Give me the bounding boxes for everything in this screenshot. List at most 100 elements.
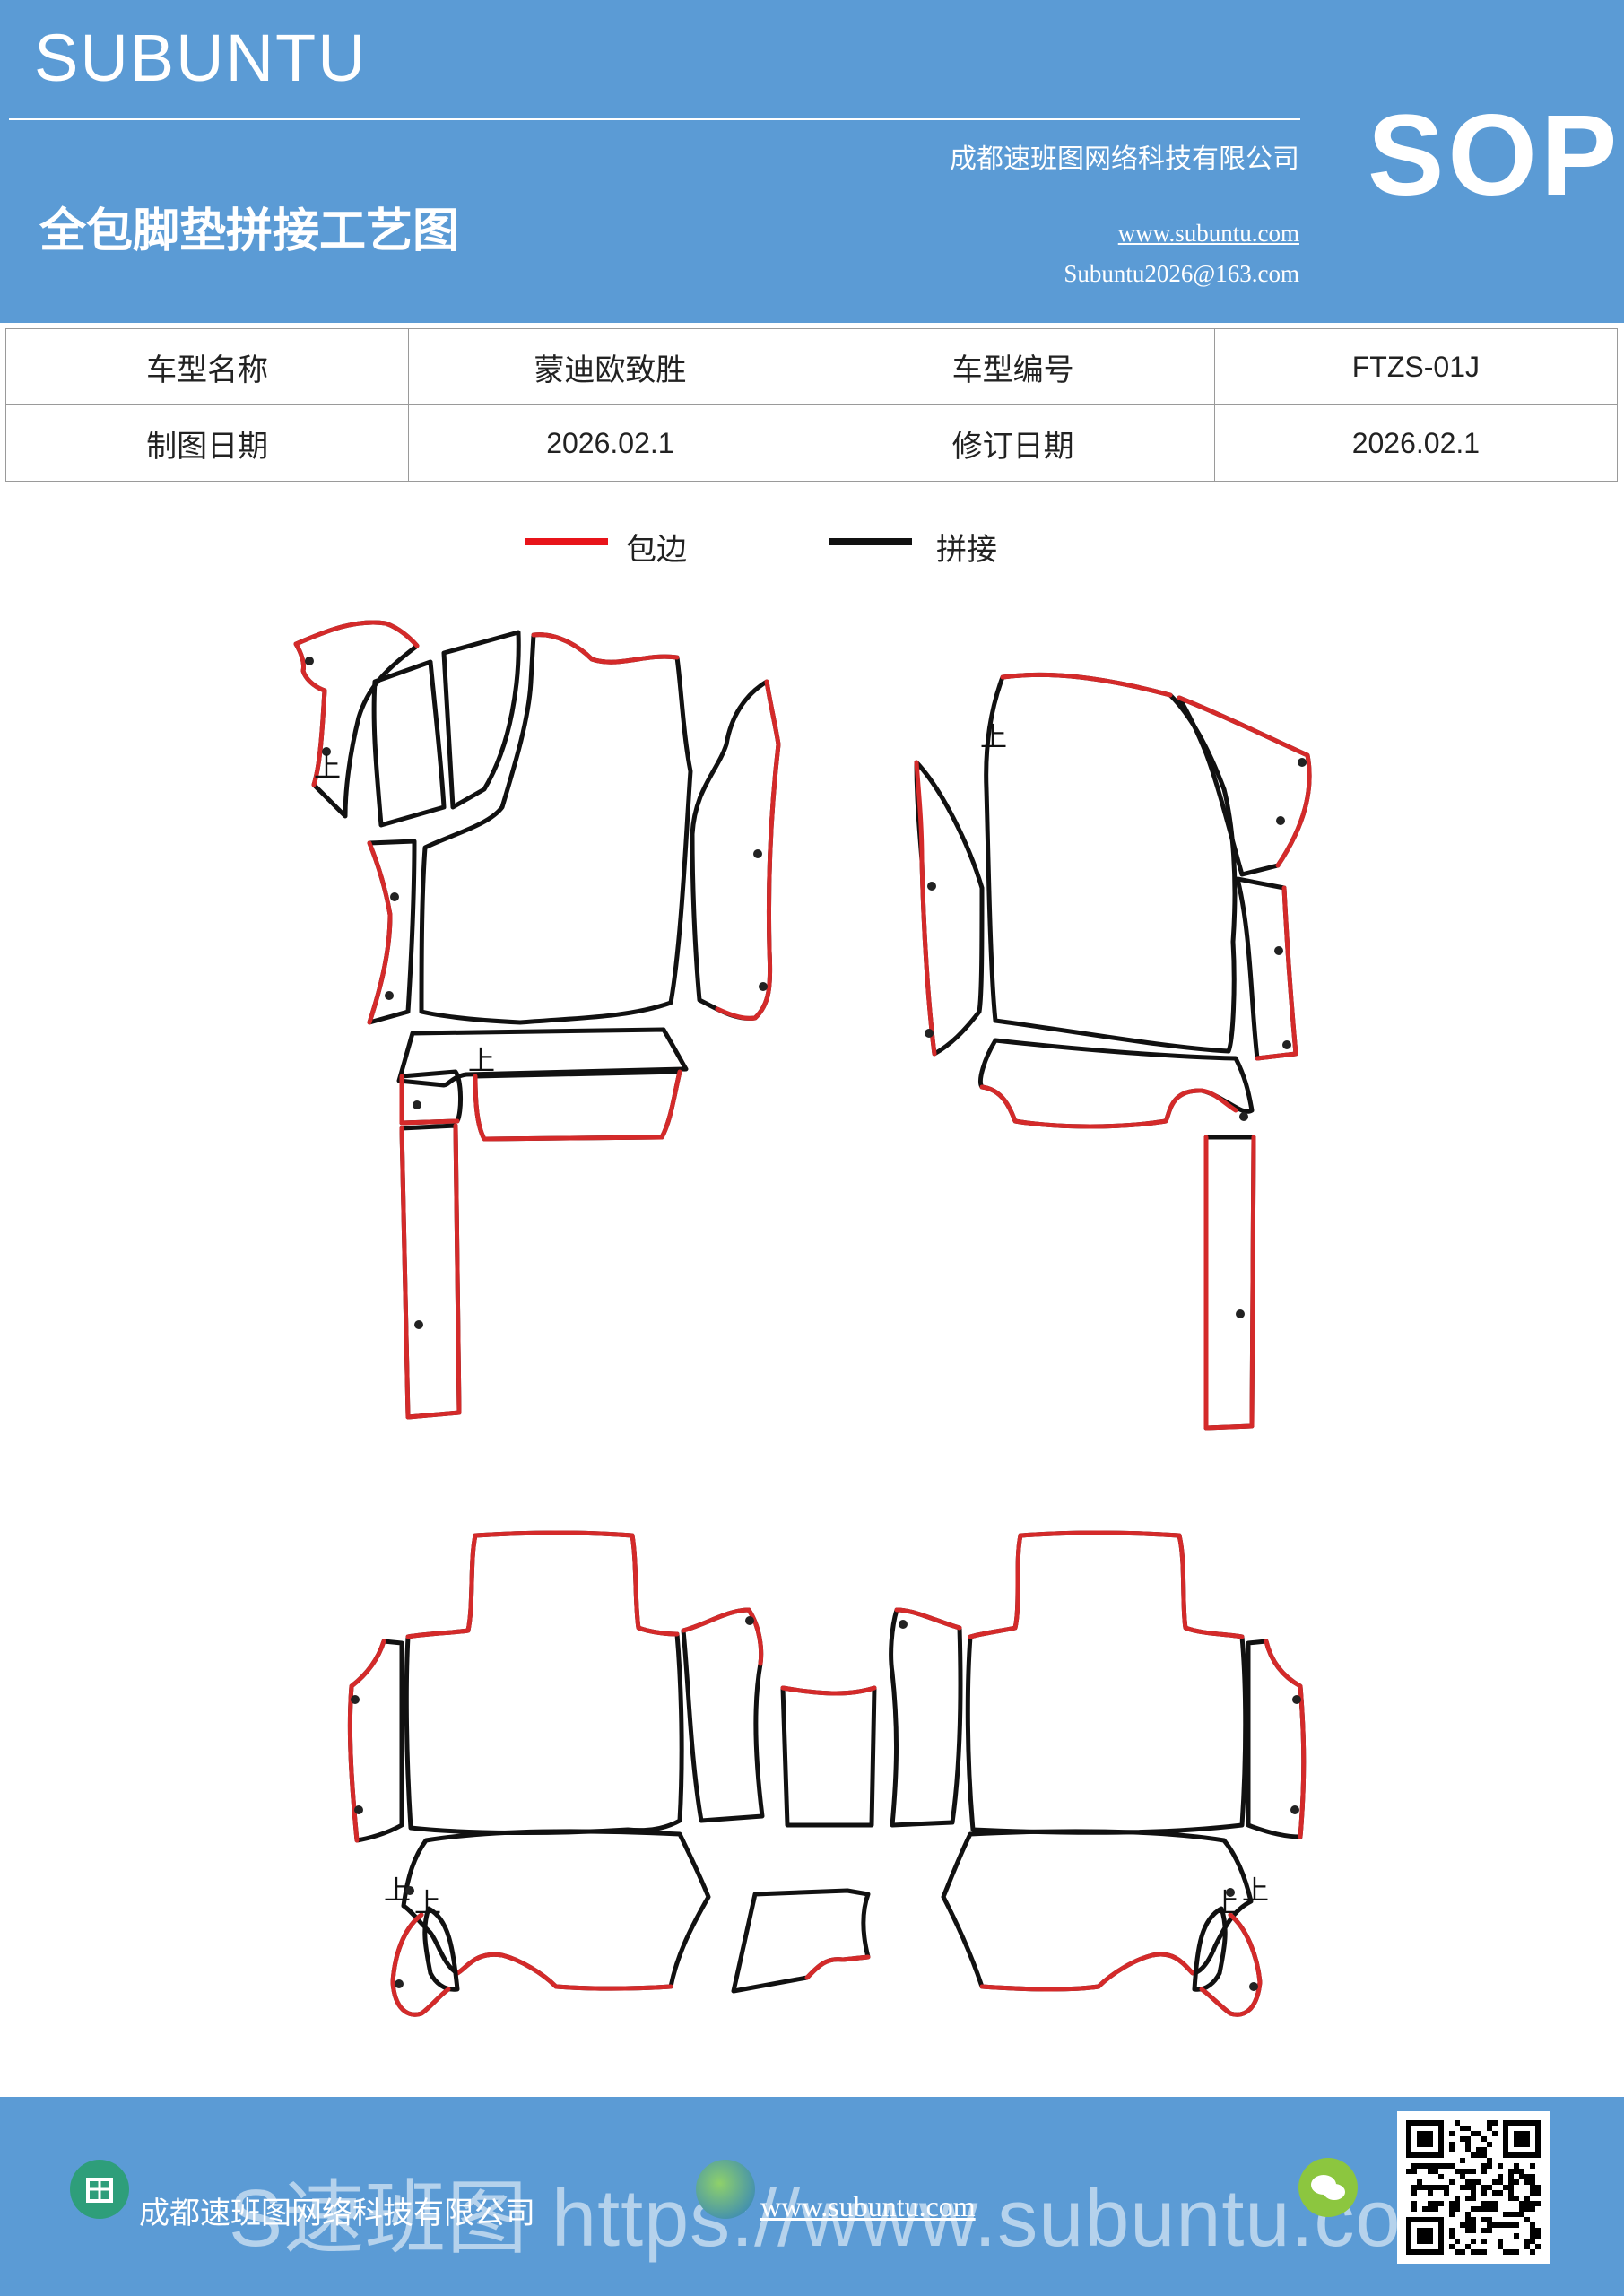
qr-module (1465, 2217, 1471, 2222)
qr-module (1487, 2163, 1492, 2169)
qr-module (1498, 2190, 1503, 2196)
qr-module (1471, 2169, 1476, 2174)
qr-module (1524, 2196, 1530, 2201)
qr-module (1487, 2222, 1492, 2228)
qr-module (1514, 2249, 1519, 2255)
qr-module (1422, 2185, 1428, 2190)
fastener-dot (1274, 946, 1283, 955)
up-marker: 上 (414, 1888, 441, 1919)
mat-piece (396, 1027, 689, 1088)
qr-module (1487, 2142, 1492, 2147)
mat-piece-edge (390, 1912, 451, 2017)
mat-piece (293, 620, 420, 819)
qr-module (1460, 2136, 1465, 2142)
label-drawing-date: 制图日期 (4, 404, 410, 482)
footer-watermark: S速班图 https://www.subuntu.com (229, 2174, 1470, 2264)
mat-piece (419, 632, 693, 1025)
rear-group (347, 1530, 1307, 2017)
qr-module (1455, 2120, 1460, 2126)
qr-module (1514, 2179, 1519, 2185)
mat-piece-edge (1255, 885, 1298, 1061)
qr-module (1503, 2222, 1508, 2228)
mat-piece-edge (1203, 1135, 1256, 1431)
qr-module (1417, 2179, 1422, 2185)
qr-module (1444, 2185, 1449, 2190)
qr-module (1449, 2228, 1455, 2233)
qr-module (1465, 2244, 1471, 2249)
globe-icon (696, 2160, 755, 2219)
legend-edge-swatch (525, 538, 608, 545)
qr-module (1498, 2179, 1503, 2185)
qr-module (1487, 2185, 1492, 2190)
qr-module (1422, 2206, 1428, 2212)
fastener-dot (1298, 758, 1307, 767)
qr-module (1449, 2147, 1455, 2152)
qr-module (1530, 2163, 1535, 2169)
qr-module (1465, 2169, 1471, 2174)
qr-module (1471, 2196, 1476, 2201)
qr-module (1530, 2222, 1535, 2228)
fastener-dot (1239, 1112, 1248, 1121)
qr-module (1411, 2185, 1417, 2190)
mat-piece (441, 630, 521, 810)
qr-module (1444, 2190, 1449, 2196)
qr-module (1465, 2228, 1471, 2233)
brand-logo: SUBUNTU (34, 21, 368, 95)
qr-module (1524, 2201, 1530, 2206)
mat-piece-edge (968, 1530, 1245, 1639)
fastener-dot (1226, 1888, 1235, 1897)
mat-piece (690, 679, 781, 1021)
qr-module (1465, 2196, 1471, 2201)
qr-module (1471, 2179, 1476, 2185)
qr-module (1481, 2185, 1487, 2190)
fastener-dot (753, 849, 762, 858)
qr-module (1508, 2169, 1514, 2174)
qr-module (1411, 2169, 1417, 2174)
qr-module (1519, 2169, 1524, 2174)
qr-module (1460, 2169, 1465, 2174)
qr-module (1465, 2222, 1471, 2228)
qr-module (1417, 2185, 1422, 2190)
qr-module (1449, 2206, 1455, 2212)
qr-module (1449, 2163, 1455, 2169)
qr-module (1460, 2249, 1465, 2255)
qr-module (1428, 2206, 1433, 2212)
qr-module (1411, 2201, 1417, 2206)
value-revision-date: 2026.02.1 (1213, 404, 1619, 482)
website-link[interactable]: www.subuntu.com (1117, 220, 1299, 247)
legend-seam-label: 拼接 (936, 532, 997, 568)
qr-module (1471, 2228, 1476, 2233)
mat-piece-edge (979, 1084, 1238, 1129)
mat-piece-edge (399, 1074, 460, 1126)
mat-piece (681, 1607, 765, 1823)
qr-module (1433, 2169, 1438, 2174)
fastener-dot (414, 1320, 423, 1329)
qr-module (1498, 2244, 1503, 2249)
qr-module (1438, 2174, 1444, 2179)
qr-module (1492, 2206, 1498, 2212)
qr-module (1481, 2217, 1487, 2222)
fastener-dot (405, 1886, 414, 1895)
fastener-dot (925, 1029, 934, 1038)
qr-module (1481, 2206, 1487, 2212)
header-divider (9, 118, 1300, 120)
orientation-markers: 上 上 上 上 上 上 上 (314, 722, 1269, 1919)
email-text: Subuntu2026@163.com (1064, 260, 1299, 287)
footer-website-link[interactable]: www.subuntu.com (760, 2190, 976, 2222)
mat-piece-edge (347, 1639, 386, 1843)
qr-module (1530, 2228, 1535, 2233)
qr-module (1471, 2222, 1476, 2228)
qr-module (1481, 2201, 1487, 2206)
mat-piece (914, 760, 985, 1057)
qr-module (1530, 2179, 1535, 2185)
fastener-dot (1282, 1040, 1291, 1049)
qr-module (1481, 2136, 1487, 2142)
qr-module (1519, 2201, 1524, 2206)
mat-piece (780, 1685, 877, 1828)
qr-module (1492, 2179, 1498, 2185)
sop-badge: SOP (1368, 91, 1621, 220)
qr-module (1438, 2201, 1444, 2206)
page-footer: S速班图 https://www.subuntu.com 成都速班图网络科技有限… (0, 2097, 1624, 2296)
mat-piece (1192, 1906, 1228, 1992)
qr-module (1530, 2233, 1535, 2239)
